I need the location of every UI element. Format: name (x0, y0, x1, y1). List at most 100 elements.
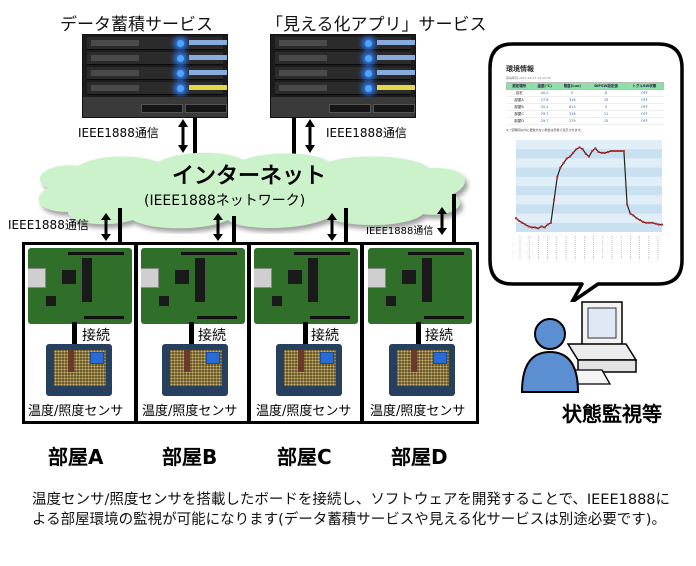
temperature-point (597, 151, 600, 153)
internet-cloud-icon (38, 152, 465, 229)
temperature-point (645, 221, 648, 224)
temperature-point (581, 148, 584, 151)
table-cell: 自宅 (506, 89, 532, 97)
temperature-point (661, 223, 663, 226)
connection-line (452, 194, 456, 246)
temperature-point (521, 221, 524, 224)
connection-line (118, 208, 122, 246)
table-cell[interactable]: OFF (625, 89, 664, 97)
visualization-app-service-title: 「見える化アプリ」サービス (266, 15, 487, 35)
table-header: DIPSW設定値 (586, 82, 626, 90)
temperature-point (575, 148, 578, 151)
controller-board-image (254, 248, 358, 324)
table-cell[interactable]: 8 (587, 89, 626, 97)
table-cell: 部屋B (506, 103, 532, 111)
table-cell[interactable]: 29.7 (531, 110, 558, 118)
data-storage-server-image (82, 34, 228, 118)
controller-board-image (28, 248, 132, 324)
connection-line (193, 118, 197, 158)
temperature-point (619, 150, 622, 152)
table-cell[interactable]: 316 (557, 110, 588, 118)
sensor-label: 温度/照度センサ (28, 404, 124, 419)
chart-gridband (516, 195, 662, 205)
temperature-point (534, 226, 536, 229)
table-cell: 部屋D (506, 117, 532, 125)
connect-label: 接続 (425, 328, 453, 344)
table-cell[interactable]: 316 (557, 96, 588, 104)
temperature-point (638, 219, 641, 221)
table-header: 照度(Lux) (557, 82, 588, 90)
temperature-point (591, 150, 594, 152)
table-cell[interactable]: OFF (625, 110, 664, 118)
temperature-point (622, 150, 625, 152)
temperature-point (648, 221, 651, 224)
table-cell[interactable]: 11 (587, 110, 626, 118)
table-cell[interactable]: 27.8 (531, 96, 558, 104)
temperature-point (613, 150, 616, 152)
screenshot-title: 環境情報 (506, 65, 534, 73)
bidirectional-arrow-icon (326, 212, 338, 242)
table-cell[interactable]: 32.2 (531, 103, 558, 111)
temperature-point (546, 223, 549, 226)
description-text: 温度センサ/照度センサを搭載したボードを接続し、ソフトウェアを開発することで、I… (32, 492, 671, 528)
bidirectional-arrow-icon (212, 212, 224, 242)
table-cell[interactable]: OFF (625, 117, 664, 125)
sensor-board-image (389, 344, 455, 396)
table-cell[interactable]: 29.7 (531, 117, 558, 125)
user-at-computer-icon (520, 301, 638, 393)
room-c-label: 部屋C (277, 445, 332, 469)
temperature-point (626, 203, 629, 206)
temperature-point (578, 146, 581, 149)
table-cell[interactable]: OFF (625, 96, 664, 104)
table-cell: 部屋C (506, 110, 532, 118)
temperature-point (572, 151, 575, 154)
temperature-chart (515, 140, 663, 260)
server-a-comm-label: IEEE1888通信 (78, 126, 159, 140)
board-sensor-connection (303, 322, 308, 346)
room-comm-label-left: IEEE1888通信 (8, 218, 89, 232)
table-cell[interactable]: 279 (557, 117, 588, 125)
temperature-point (537, 227, 540, 230)
table-cell[interactable]: 15 (587, 117, 626, 125)
temperature-point (540, 225, 543, 228)
table-cell[interactable]: 613 (557, 103, 588, 111)
table-cell: 部屋A (506, 96, 532, 104)
internet-subtitle: (IEEE1888ネットワーク) (144, 193, 306, 209)
screenshot-timestamp: 取得時刻 2011-06-17 13:13:30 (506, 76, 551, 80)
temperature-point (610, 150, 613, 152)
sensor-label: 温度/照度センサ (370, 404, 466, 419)
temperature-point (549, 221, 552, 224)
screenshot-note: ※一定時間以内に更新がない場合は赤色で表示されます。 (506, 128, 584, 132)
temperature-point (524, 223, 527, 226)
temperature-point (562, 162, 565, 164)
table-cell[interactable]: 15 (587, 96, 626, 104)
temperature-point (632, 214, 635, 217)
data-storage-service-title: データ蓄積サービス (60, 15, 213, 35)
chart-gridband (516, 140, 662, 150)
bidirectional-arrow-icon (177, 118, 189, 154)
temperature-point (607, 151, 609, 153)
sensor-label: 温度/照度センサ (256, 404, 352, 419)
room-comm-label-right: IEEE1888通信 (366, 226, 434, 237)
table-cell[interactable]: 0 (587, 103, 626, 111)
table-cell[interactable]: 0 (557, 89, 588, 97)
table-header: 測定場所 (505, 82, 533, 90)
board-sensor-connection (72, 322, 77, 346)
connect-label: 接続 (198, 328, 226, 344)
chart-gridband (516, 213, 662, 223)
temperature-point (642, 220, 644, 223)
sensor-board-image (162, 344, 228, 396)
controller-board-image (368, 248, 472, 324)
table-cell[interactable]: 40.0 (531, 89, 558, 97)
temperature-point (556, 175, 559, 178)
bidirectional-arrow-icon (304, 118, 316, 154)
temperature-point (588, 155, 590, 158)
server-b-comm-label: IEEE1888通信 (326, 126, 407, 140)
temperature-point (616, 150, 619, 152)
table-cell[interactable]: OFF (625, 103, 664, 111)
